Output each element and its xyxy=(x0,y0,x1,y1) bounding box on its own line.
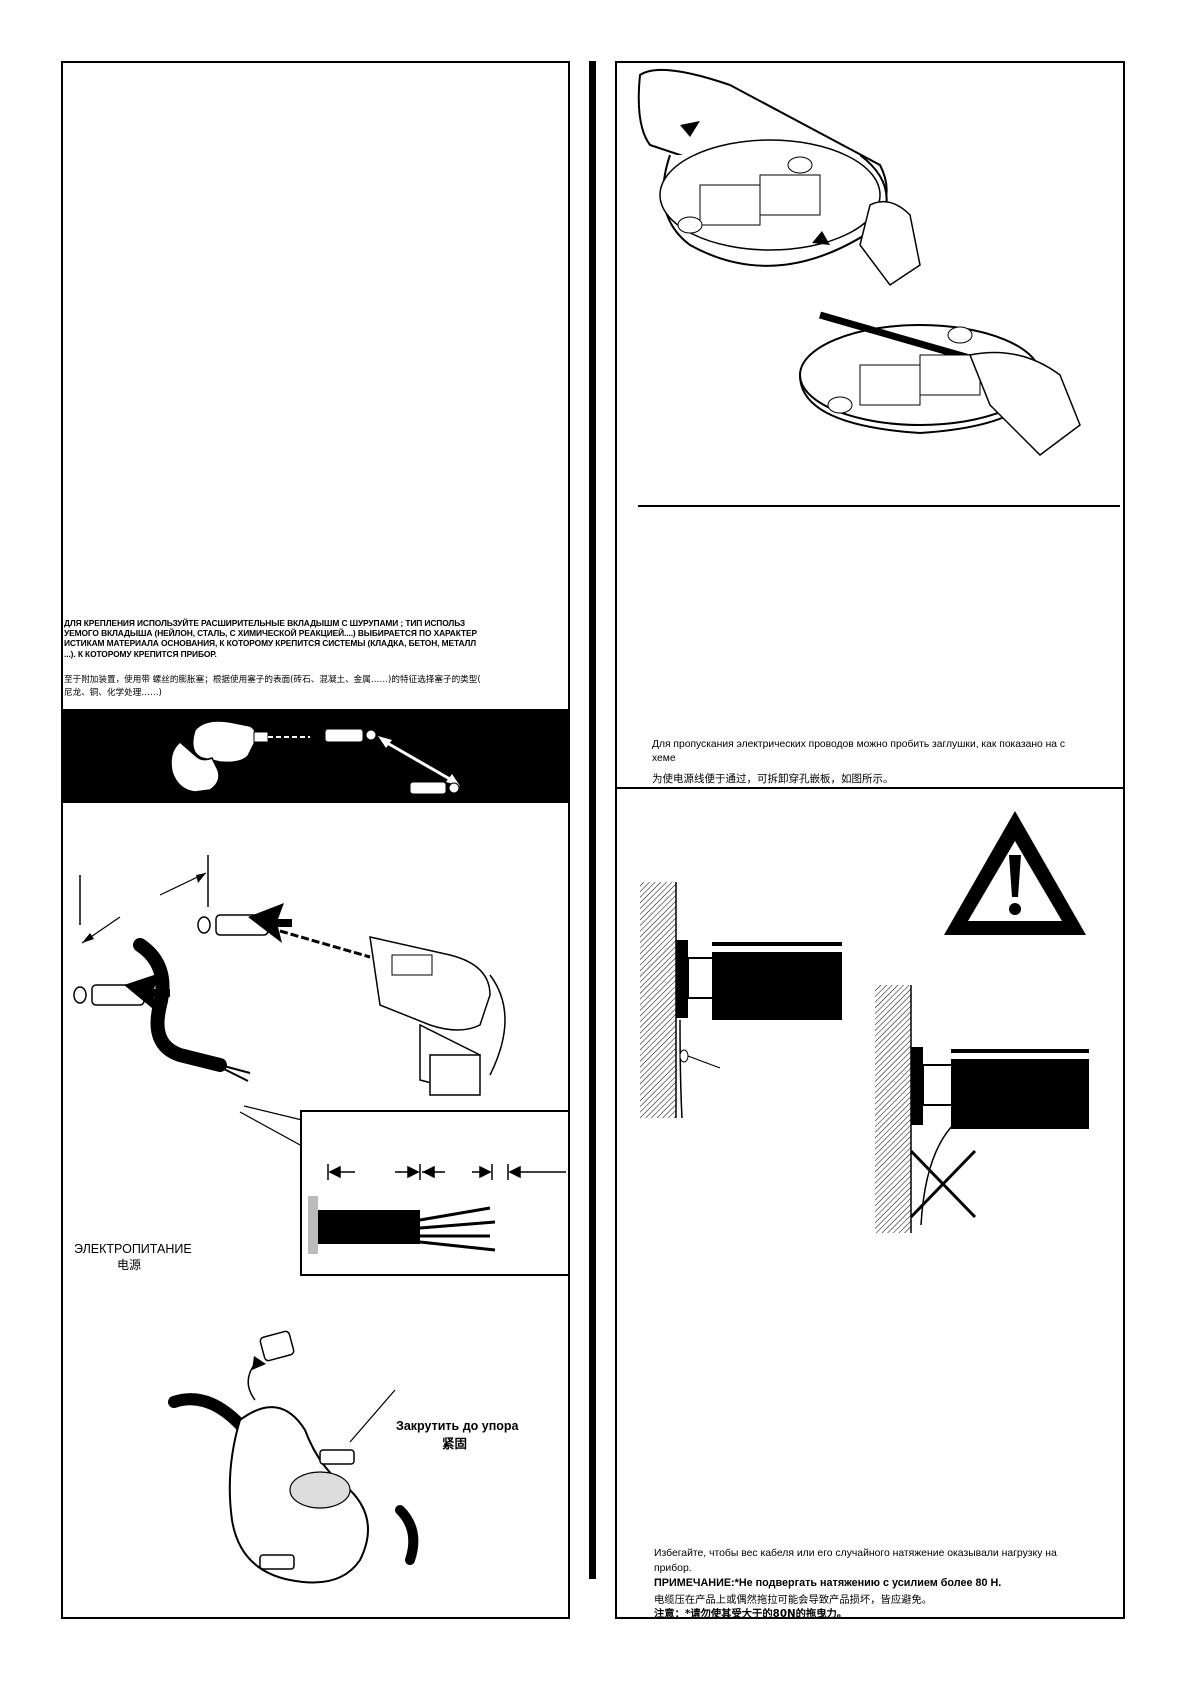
power-label-zh: 电源 xyxy=(117,1258,142,1272)
knockout-note-zh: 为使电源线便于通过，可拆卸穿孔嵌板，如图所示。 xyxy=(652,773,894,785)
strain-warning-zh: 电缆压在产品上或偶然拖拉可能会导致产品损坏，皆应避免。 xyxy=(654,1594,933,1606)
incorrect-mounting-illustration xyxy=(875,985,1089,1233)
tighten-label-zh: 紧固 xyxy=(442,1436,468,1451)
wire-strip-detail xyxy=(308,1164,566,1254)
strain-note-ru: ПРИМЕЧАНИЕ:*Не подвергать натяжению с ус… xyxy=(654,1577,1002,1589)
drill-band xyxy=(61,709,570,803)
knockout-illustration-1 xyxy=(637,68,921,287)
strain-note-zh: 注意：*请勿使其受大于的80N的拖曳力。 xyxy=(654,1608,848,1620)
wire-strip-detail-box xyxy=(300,1110,570,1276)
mount-note-ru: ДЛЯ КРЕПЛЕНИЯ ИСПОЛЬЗУЙТЕ РАСШИРИТЕЛЬНЫЕ… xyxy=(64,618,477,659)
wall-drilling-illustration xyxy=(73,855,506,1096)
base-screw-illustration xyxy=(168,1330,419,1584)
knockout-illustration-2 xyxy=(799,311,1081,456)
warning-icon xyxy=(944,811,1086,935)
detail-callout-lines xyxy=(239,1105,303,1147)
knockout-note-ru: Для пропускания электрических проводов м… xyxy=(652,739,1066,764)
power-label-ru: ЭЛЕКТРОПИТАНИЕ xyxy=(74,1242,192,1256)
correct-mounting-illustration xyxy=(640,882,842,1119)
knockout-separator xyxy=(638,505,1120,507)
tighten-label-ru: Закрутить до упора xyxy=(396,1419,519,1433)
panel-mounting-note xyxy=(61,61,570,803)
center-divider xyxy=(589,61,596,1579)
drill-dowel-illustration xyxy=(170,720,460,795)
strain-warning-ru: Избегайте, чтобы вес кабеля или его случ… xyxy=(654,1548,1057,1574)
mount-note-zh: 至于附加装置，使用带 螺丝的膨胀塞；根据使用塞子的表面(砖石、混凝土、金属……)… xyxy=(64,675,481,698)
